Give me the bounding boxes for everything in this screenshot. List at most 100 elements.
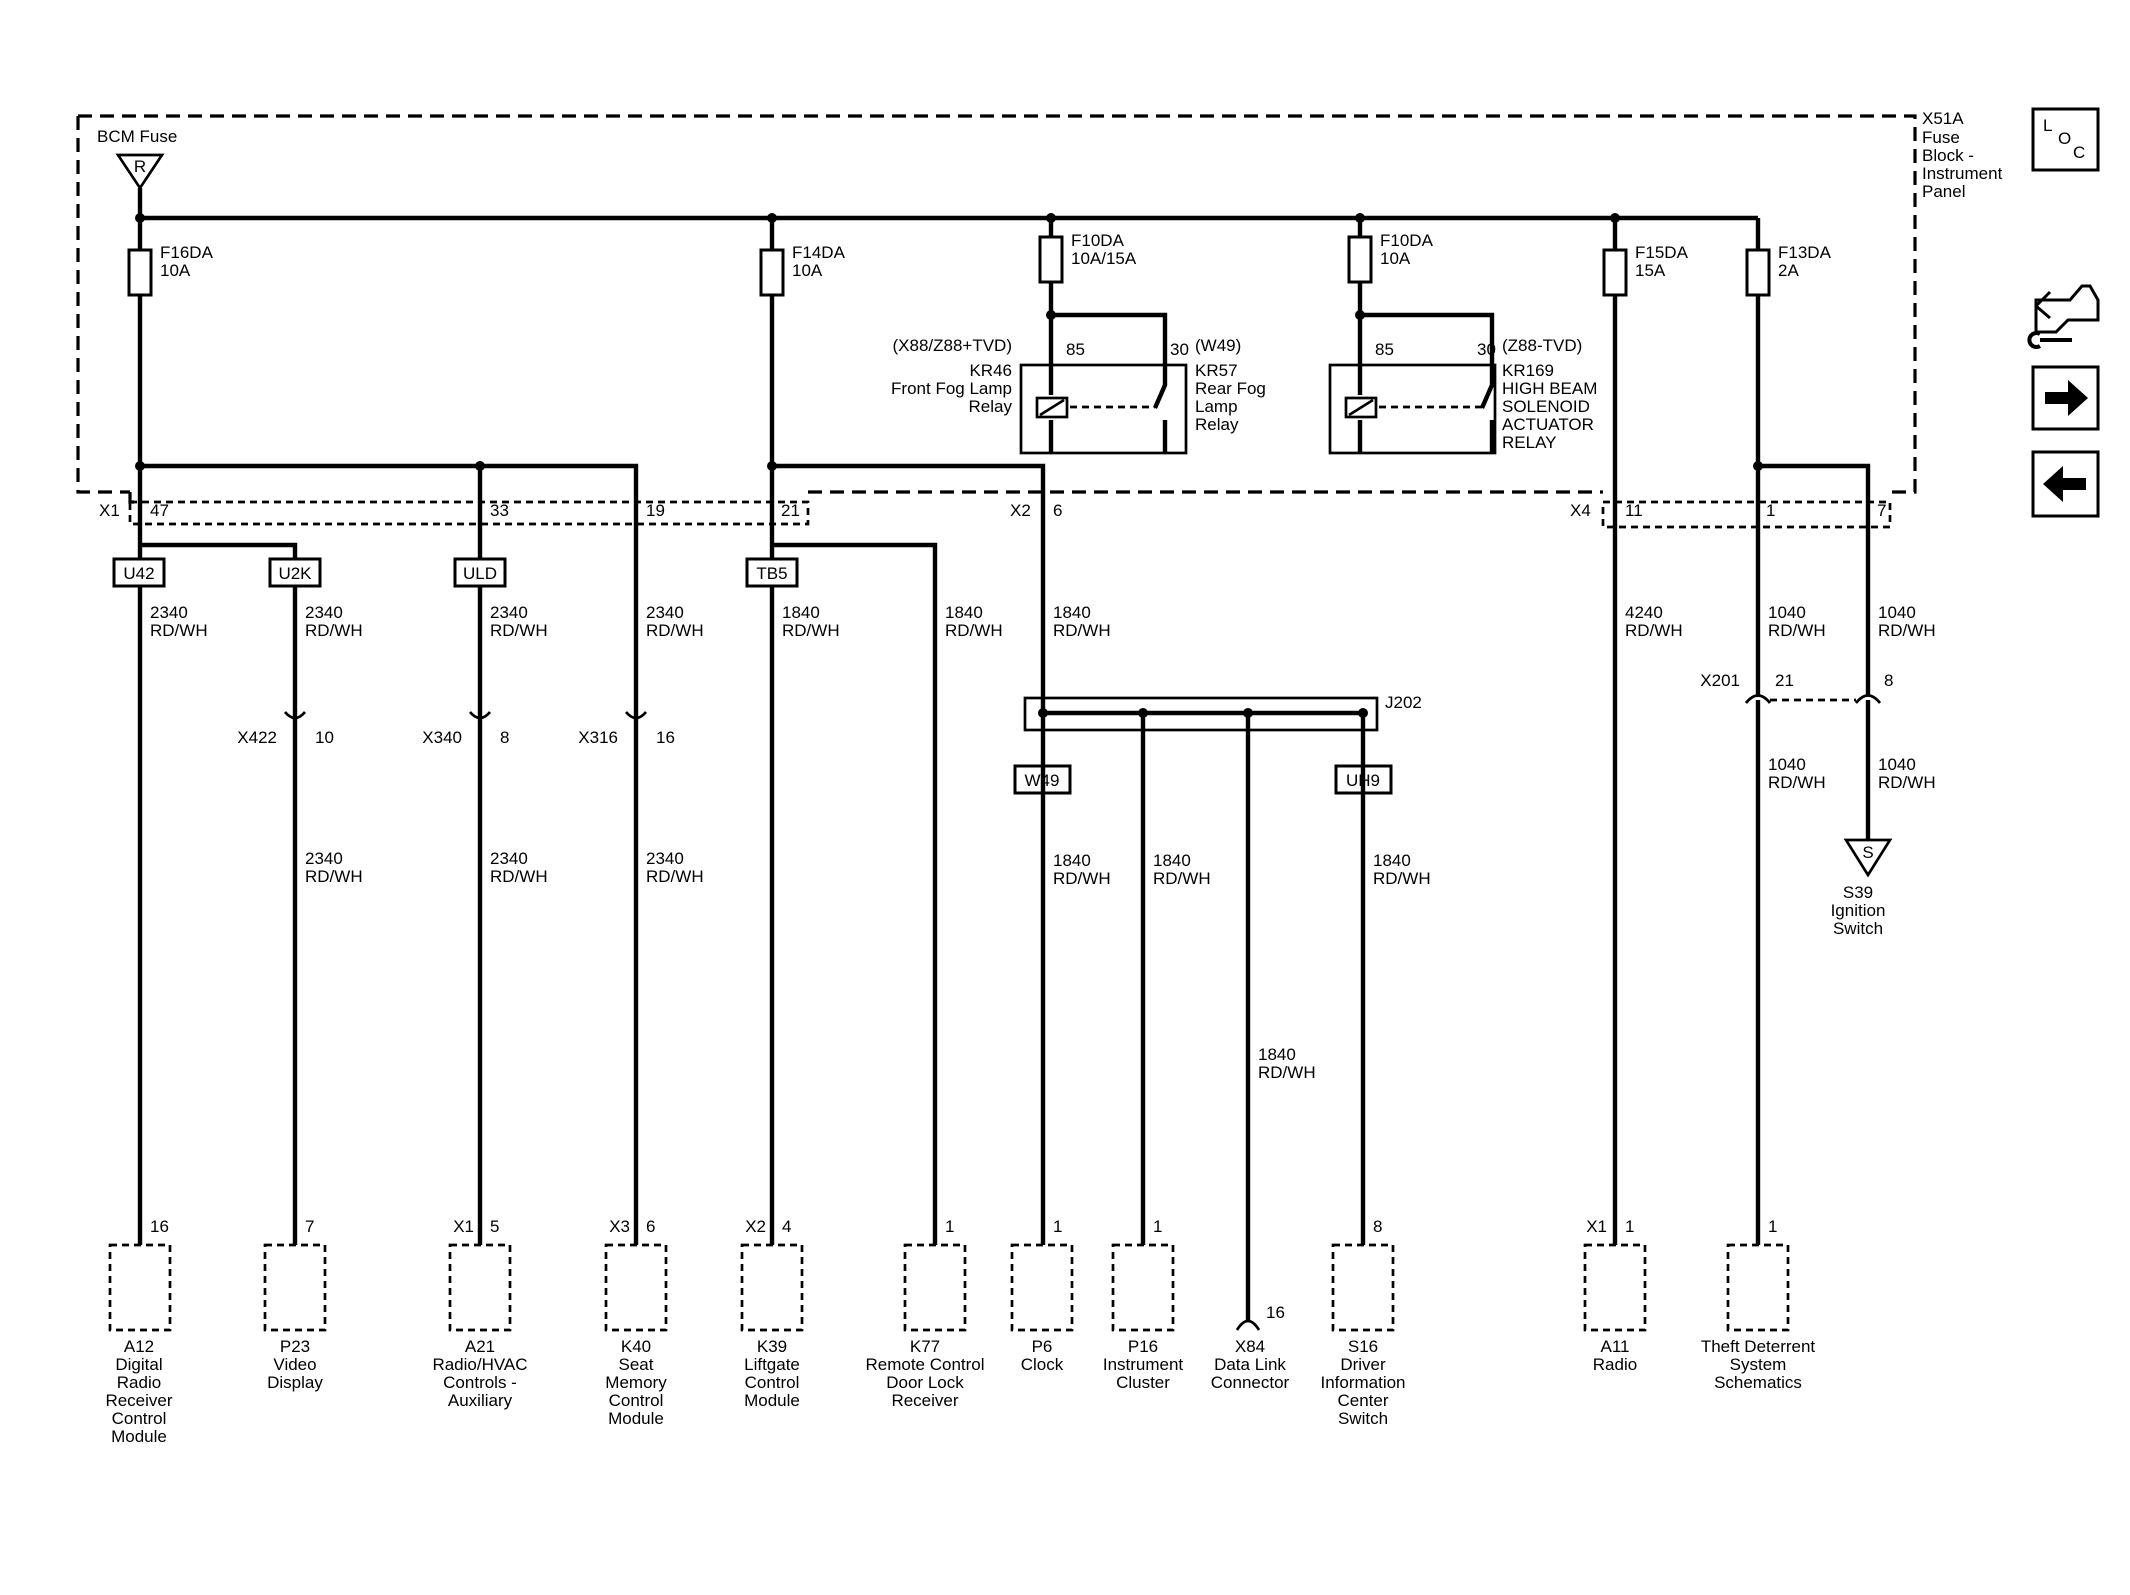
loc-button[interactable]: L O C: [2031, 107, 2100, 172]
svg-text:2340: 2340: [150, 603, 188, 622]
svg-text:1: 1: [945, 1217, 954, 1236]
connector-labels: X1 47 33 19 21 X2 6 X4 11 1 7: [99, 501, 1886, 520]
svg-text:1: 1: [1625, 1217, 1634, 1236]
svg-text:1040: 1040: [1878, 603, 1916, 622]
svg-text:Instrument: Instrument: [1103, 1355, 1184, 1374]
svg-text:RD/WH: RD/WH: [490, 867, 548, 886]
svg-text:Auxiliary: Auxiliary: [448, 1391, 513, 1410]
svg-text:F13DA: F13DA: [1778, 243, 1832, 262]
svg-text:Receiver: Receiver: [891, 1391, 958, 1410]
svg-text:Control: Control: [745, 1373, 800, 1392]
svg-text:1840: 1840: [1053, 603, 1091, 622]
f16da-distribution: [135, 461, 639, 1245]
svg-text:1: 1: [1153, 1217, 1162, 1236]
svg-text:RD/WH: RD/WH: [1768, 773, 1826, 792]
svg-text:Module: Module: [111, 1427, 167, 1446]
svg-text:System: System: [1730, 1355, 1787, 1374]
svg-text:C: C: [2073, 143, 2085, 162]
svg-text:O: O: [2058, 129, 2071, 148]
svg-text:U42: U42: [123, 564, 154, 583]
svg-text:16: 16: [150, 1217, 169, 1236]
svg-text:Information: Information: [1320, 1373, 1405, 1392]
svg-text:RD/WH: RD/WH: [1153, 869, 1211, 888]
svg-text:Receiver: Receiver: [105, 1391, 172, 1410]
svg-text:Radio/HVAC: Radio/HVAC: [432, 1355, 527, 1374]
component-theft-deterrent: 1 Theft Deterrent System Schematics: [1701, 1217, 1816, 1392]
svg-text:2340: 2340: [646, 603, 684, 622]
svg-text:RD/WH: RD/WH: [1625, 621, 1683, 640]
svg-text:RD/WH: RD/WH: [782, 621, 840, 640]
svg-text:X2: X2: [745, 1217, 766, 1236]
svg-text:Relay: Relay: [969, 397, 1013, 416]
svg-text:RD/WH: RD/WH: [490, 621, 548, 640]
svg-text:S39: S39: [1843, 883, 1873, 902]
component-p6: 1 P6 Clock: [1010, 1217, 1074, 1374]
svg-text:X1: X1: [99, 501, 120, 520]
component-s16: 8 S16 Driver Information Center Switch: [1320, 1217, 1405, 1428]
option-box-u2k: U2K: [268, 557, 322, 588]
svg-text:10A: 10A: [160, 261, 191, 280]
svg-text:Door Lock: Door Lock: [886, 1373, 964, 1392]
svg-text:10A: 10A: [1380, 249, 1411, 268]
svg-text:85: 85: [1375, 340, 1394, 359]
svg-text:Fuse: Fuse: [1922, 128, 1960, 147]
svg-text:1: 1: [1766, 501, 1775, 520]
svg-text:Instrument: Instrument: [1922, 164, 2003, 183]
svg-text:F15DA: F15DA: [1635, 243, 1689, 262]
component-k40: X3 6 K40 Seat Memory Control Module: [604, 1217, 668, 1428]
svg-text:RD/WH: RD/WH: [305, 867, 363, 886]
svg-text:RD/WH: RD/WH: [1768, 621, 1826, 640]
svg-text:K77: K77: [910, 1337, 940, 1356]
svg-text:Switch: Switch: [1833, 919, 1883, 938]
svg-text:47: 47: [150, 501, 169, 520]
svg-text:Relay: Relay: [1195, 415, 1239, 434]
svg-text:Video: Video: [273, 1355, 316, 1374]
svg-text:Clock: Clock: [1021, 1355, 1064, 1374]
svg-text:7: 7: [305, 1217, 314, 1236]
svg-text:6: 6: [1053, 501, 1062, 520]
prev-button[interactable]: [2031, 450, 2100, 518]
svg-text:6: 6: [646, 1217, 655, 1236]
svg-text:X84: X84: [1235, 1337, 1265, 1356]
svg-text:11: 11: [1625, 501, 1643, 520]
svg-text:RD/WH: RD/WH: [150, 621, 208, 640]
svg-text:8: 8: [500, 728, 509, 747]
svg-text:Seat: Seat: [619, 1355, 654, 1374]
svg-text:Theft Deterrent: Theft Deterrent: [1701, 1337, 1816, 1356]
svg-text:Block -: Block -: [1922, 146, 1974, 165]
svg-text:21: 21: [1775, 671, 1794, 690]
svg-text:RD/WH: RD/WH: [1878, 773, 1936, 792]
svg-text:Driver: Driver: [1340, 1355, 1386, 1374]
next-button[interactable]: [2031, 365, 2100, 431]
svg-text:Remote Control: Remote Control: [865, 1355, 984, 1374]
arrow-right-icon: [2045, 380, 2088, 416]
svg-text:1840: 1840: [782, 603, 820, 622]
main-bus-wire: [137, 188, 1758, 221]
svg-text:U2K: U2K: [278, 564, 312, 583]
svg-text:X3: X3: [609, 1217, 630, 1236]
connector-x4-outline: [1601, 500, 1892, 529]
svg-text:Schematics: Schematics: [1714, 1373, 1802, 1392]
arrow-left-icon: [2043, 466, 2086, 502]
svg-text:30: 30: [1170, 340, 1189, 359]
svg-text:2340: 2340: [646, 849, 684, 868]
svg-text:1: 1: [1053, 1217, 1062, 1236]
svg-text:10: 10: [315, 728, 334, 747]
svg-text:Module: Module: [608, 1409, 664, 1428]
wrench-car-icon[interactable]: [2027, 284, 2100, 349]
svg-text:16: 16: [656, 728, 675, 747]
svg-text:Controls -: Controls -: [443, 1373, 517, 1392]
svg-text:R: R: [134, 157, 146, 176]
option-box-uld: ULD: [453, 557, 507, 588]
component-a11: X1 1 A11 Radio: [1583, 1217, 1647, 1374]
svg-text:5: 5: [490, 1217, 499, 1236]
svg-text:4240: 4240: [1625, 603, 1663, 622]
svg-text:2340: 2340: [490, 603, 528, 622]
relay-kr169: 85 30 (Z88-TVD) KR169 HIGH BEAM SOLENOID…: [1328, 310, 1597, 455]
